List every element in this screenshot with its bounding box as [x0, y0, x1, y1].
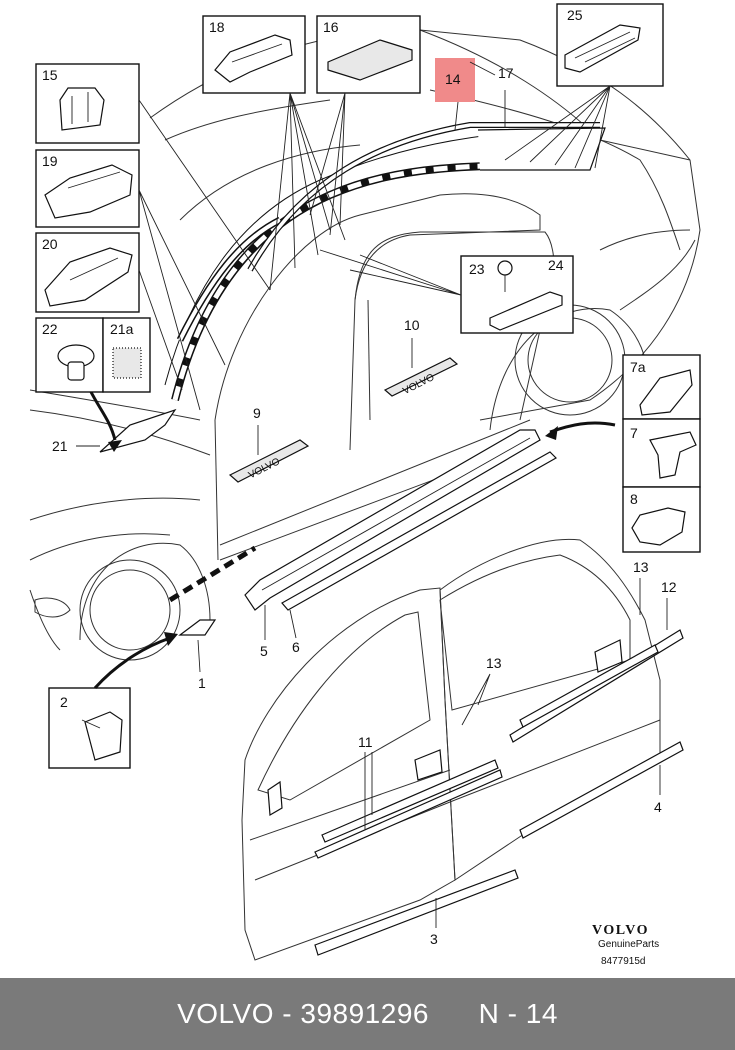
door-moulding-4	[519, 741, 684, 839]
label-19: 19	[42, 153, 58, 169]
roof-moulding-strip	[164, 122, 606, 401]
label-10: 10	[404, 317, 420, 333]
callout-box-15: 15	[35, 63, 140, 144]
footer-bar: VOLVO - 39891296 N - 14	[0, 978, 735, 1050]
arrows	[93, 421, 616, 689]
door-moulding-12	[509, 629, 684, 743]
brand-block: VOLVO GenuineParts 8477915d	[592, 923, 659, 967]
label-6: 6	[292, 639, 300, 655]
label-25: 25	[567, 7, 583, 23]
callout-box-21a: 21a	[102, 317, 151, 393]
brand-name: VOLVO	[592, 923, 649, 938]
callout-box-25: 25	[556, 3, 664, 87]
callout-box-23-24: 23 24	[460, 255, 574, 334]
label-15: 15	[42, 67, 58, 83]
label-1: 1	[198, 675, 206, 691]
car-body	[29, 29, 701, 661]
label-21: 21	[52, 438, 68, 454]
footer-position: N - 14	[478, 998, 558, 1029]
leader-lines	[76, 61, 668, 928]
label-4: 4	[654, 799, 662, 815]
label-13-top: 13	[633, 559, 649, 575]
callout-box-7a: 7a	[622, 354, 701, 420]
label-20: 20	[42, 236, 58, 252]
label-21a: 21a	[110, 321, 134, 337]
sill-plate-9: VOLVO	[228, 439, 310, 483]
label-24: 24	[548, 257, 564, 273]
footer-spacer	[429, 998, 479, 1030]
label-7: 7	[630, 425, 638, 441]
label-8: 8	[630, 491, 638, 507]
label-2: 2	[60, 694, 68, 710]
label-23: 23	[469, 261, 485, 277]
callout-box-16: 16	[316, 15, 421, 94]
trim-piece-1	[178, 619, 217, 636]
label-5: 5	[260, 643, 268, 659]
parts-diagram: VOLVO VOLVO	[29, 3, 701, 967]
door-moulding-3	[314, 869, 519, 956]
label-12: 12	[661, 579, 677, 595]
label-13-mid: 13	[486, 655, 502, 671]
sill-moulding-5	[244, 429, 541, 611]
label-22: 22	[42, 321, 58, 337]
callout-box-20: 20	[35, 232, 140, 313]
callout-box-19: 19	[35, 149, 140, 228]
footer-brand: VOLVO	[177, 998, 274, 1029]
callout-box-22: 22	[35, 317, 104, 393]
door-moulding-11	[314, 759, 503, 859]
sill-plate-10: VOLVO	[383, 357, 459, 397]
footer-separator: -	[274, 998, 301, 1029]
label-3: 3	[430, 931, 438, 947]
sill-seal-6	[281, 451, 557, 611]
footer-part-number: 39891296	[300, 998, 429, 1029]
callout-box-18: 18	[202, 15, 306, 94]
label-14: 14	[445, 71, 461, 87]
label-18: 18	[209, 19, 225, 35]
diagram-code: 8477915d	[601, 956, 646, 967]
callout-box-7: 7	[622, 418, 701, 488]
label-16: 16	[323, 19, 339, 35]
label-7a: 7a	[630, 359, 646, 375]
trim-piece-21	[88, 389, 177, 453]
label-17: 17	[498, 65, 514, 81]
label-11: 11	[358, 734, 373, 750]
brand-subtitle: GenuineParts	[598, 939, 659, 950]
label-9: 9	[253, 405, 261, 421]
callout-14-highlight: 14	[435, 58, 475, 102]
callout-box-8: 8	[622, 486, 701, 553]
callout-box-2: 2	[48, 687, 131, 769]
rear-door	[414, 538, 661, 881]
